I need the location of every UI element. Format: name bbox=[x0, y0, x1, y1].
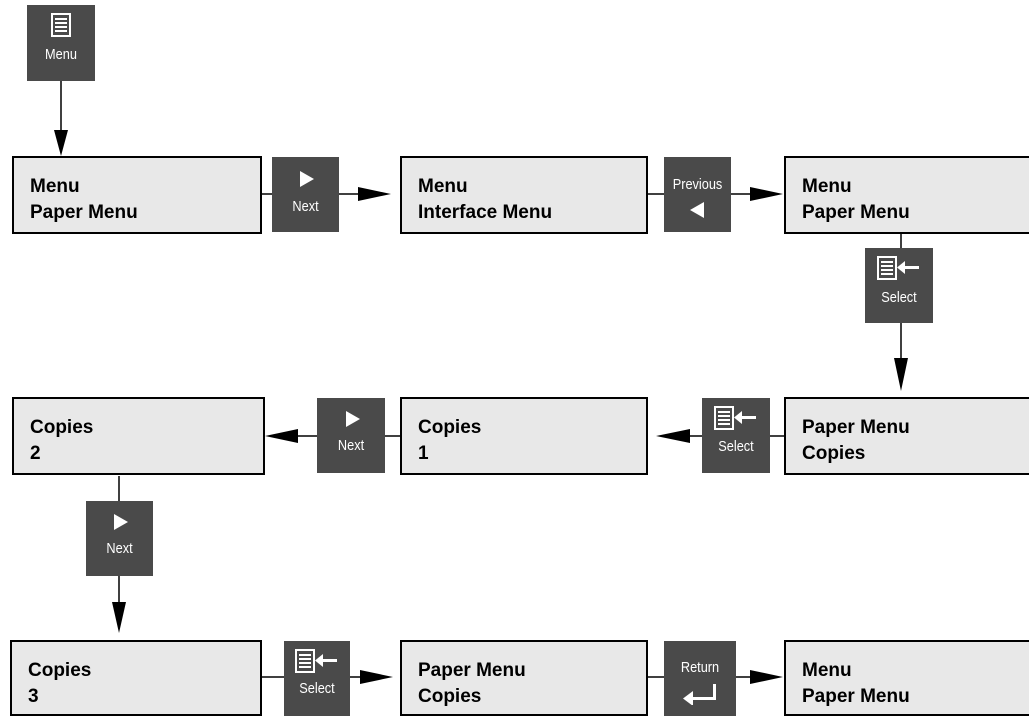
lcd-line-2: Paper Menu bbox=[30, 202, 138, 223]
menu-button-label: Menu bbox=[45, 46, 77, 63]
lcd-line-2: Interface Menu bbox=[418, 202, 553, 223]
lcd-line-1: Paper Menu bbox=[418, 660, 526, 681]
previous-button[interactable]: Previous bbox=[664, 157, 731, 232]
next-button[interactable]: Next bbox=[86, 501, 153, 576]
arrowhead-down bbox=[112, 602, 126, 633]
arrowhead-left bbox=[265, 429, 298, 443]
lcd-line-2: Copies bbox=[802, 443, 866, 464]
lcd-line-1: Copies bbox=[30, 417, 94, 438]
triangle-right-icon bbox=[300, 171, 314, 187]
lcd-line-2: Paper Menu bbox=[802, 202, 910, 223]
lcd-screen-menu-interface-menu: Menu Interface Menu bbox=[400, 156, 648, 234]
arrowhead-right bbox=[360, 670, 393, 684]
lcd-line-1: Menu bbox=[802, 176, 852, 197]
select-button-label: Select bbox=[299, 680, 335, 697]
triangle-right-icon bbox=[346, 411, 360, 427]
document-enter-icon bbox=[714, 406, 756, 430]
menu-button[interactable]: Menu bbox=[27, 5, 95, 81]
lcd-screen-paper-menu-copies: Paper Menu Copies bbox=[784, 397, 1029, 475]
lcd-screen-menu-paper-menu: Menu Paper Menu bbox=[784, 640, 1029, 716]
previous-button-label: Previous bbox=[672, 176, 723, 193]
document-icon bbox=[51, 13, 71, 37]
lcd-line-1: Menu bbox=[30, 176, 80, 197]
lcd-line-1: Paper Menu bbox=[802, 417, 910, 438]
lcd-screen-menu-paper-menu: Menu Paper Menu bbox=[784, 156, 1029, 234]
lcd-screen-copies-3: Copies 3 bbox=[10, 640, 262, 716]
lcd-line-1: Menu bbox=[802, 660, 852, 681]
lcd-line-1: Copies bbox=[28, 660, 92, 681]
next-button[interactable]: Next bbox=[317, 398, 385, 473]
lcd-line-2: Paper Menu bbox=[802, 686, 910, 707]
select-button[interactable]: Select bbox=[865, 248, 933, 323]
select-button[interactable]: Select bbox=[702, 398, 770, 473]
lcd-line-1: Menu bbox=[418, 176, 468, 197]
select-button-label: Select bbox=[718, 438, 754, 455]
arrowhead-down bbox=[894, 358, 908, 391]
return-button[interactable]: Return bbox=[664, 641, 736, 716]
lcd-screen-paper-menu-copies: Paper Menu Copies bbox=[400, 640, 648, 716]
triangle-right-icon bbox=[114, 514, 128, 530]
triangle-left-icon bbox=[690, 202, 704, 218]
lcd-screen-copies-1: Copies 1 bbox=[400, 397, 648, 475]
arrowhead-down bbox=[54, 130, 68, 156]
lcd-line-2: 2 bbox=[30, 443, 41, 464]
return-arrow-icon bbox=[683, 684, 716, 705]
lcd-line-2: 3 bbox=[28, 686, 39, 707]
next-button-label: Next bbox=[337, 437, 365, 454]
document-enter-icon bbox=[877, 256, 919, 280]
arrowhead-right bbox=[750, 187, 783, 201]
lcd-screen-menu-paper-menu: Menu Paper Menu bbox=[12, 156, 262, 234]
select-button[interactable]: Select bbox=[284, 641, 350, 716]
next-button-label: Next bbox=[292, 198, 319, 215]
document-enter-icon bbox=[295, 649, 337, 673]
return-button-label: Return bbox=[680, 659, 720, 676]
arrowhead-right bbox=[750, 670, 783, 684]
lcd-screen-copies-2: Copies 2 bbox=[12, 397, 265, 475]
arrowhead-right bbox=[358, 187, 391, 201]
lcd-line-1: Copies bbox=[418, 417, 482, 438]
next-button-label: Next bbox=[106, 540, 133, 557]
lcd-line-2: Copies bbox=[418, 686, 482, 707]
next-button[interactable]: Next bbox=[272, 157, 339, 232]
lcd-line-2: 1 bbox=[418, 443, 429, 464]
select-button-label: Select bbox=[881, 289, 917, 306]
arrowhead-left bbox=[656, 429, 690, 443]
